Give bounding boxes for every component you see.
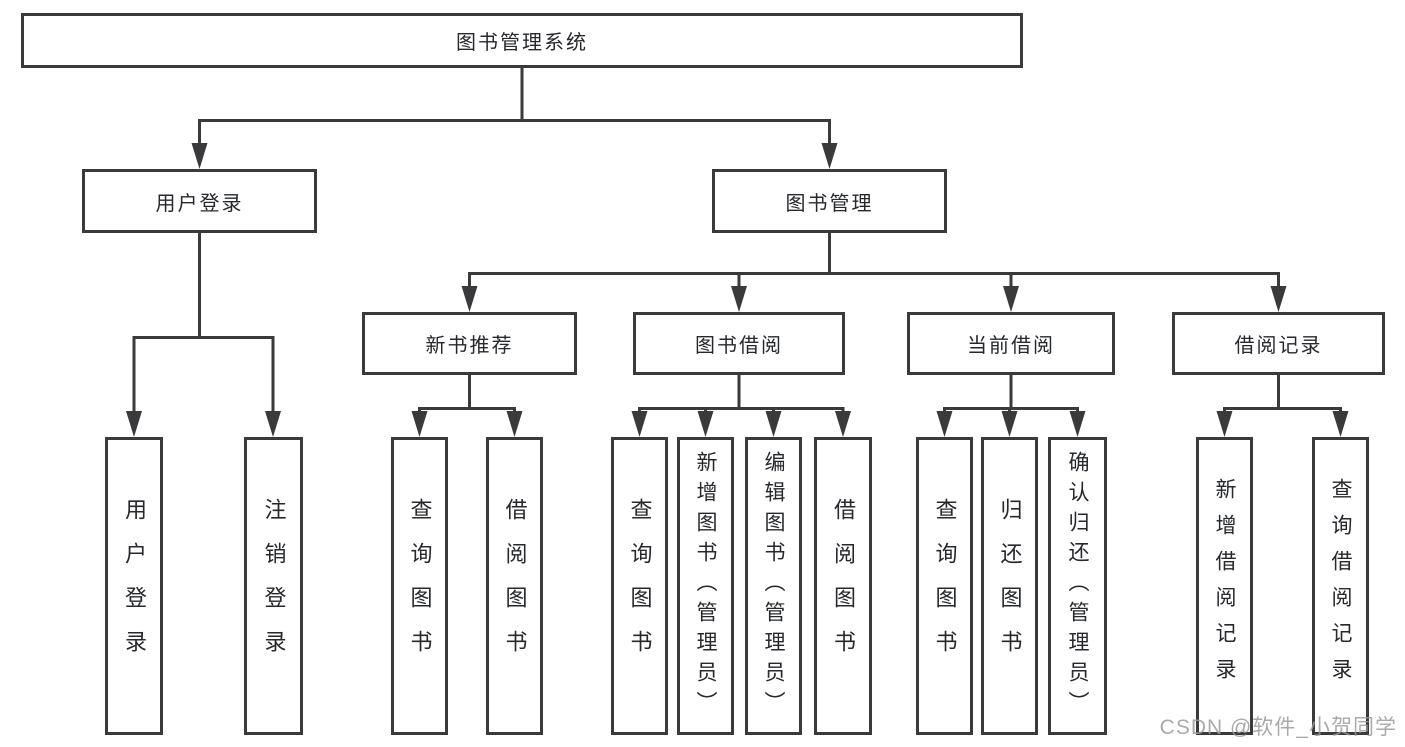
node-book-mgmt-label: 图书管理 [785,192,874,215]
edge-arrowheads [126,143,1349,437]
leaf-nb-borrow-book-label: 借阅图书 [502,498,528,674]
leaf-logout: 注销登录 [244,437,303,735]
leaf-cb-query-book: 查询图书 [916,437,973,735]
leaf-bb-add-book-label: 新增图书（管理员） [694,451,717,721]
leaf-cb-query-book-label: 查询图书 [932,498,958,674]
node-book-borrow: 图书借阅 [633,312,845,375]
node-new-book-rec: 新书推荐 [362,312,577,375]
node-root: 图书管理系统 [21,13,1023,68]
leaf-cb-confirm-return-label: 确认归还（管理员） [1066,451,1089,721]
node-book-borrow-label: 图书借阅 [695,335,783,357]
leaf-cb-return-book-label: 归还图书 [997,498,1023,674]
node-current-borrow: 当前借阅 [907,312,1115,375]
leaf-logout-label: 注销登录 [261,498,287,674]
leaf-nb-query-book: 查询图书 [391,437,448,735]
node-borrow-records-label: 借阅记录 [1234,335,1323,357]
leaf-bb-query-book: 查询图书 [611,437,668,735]
leaf-bb-edit-book-label: 编辑图书（管理员） [762,451,785,721]
leaf-bb-borrow-book-label: 借阅图书 [831,498,856,674]
leaf-br-add-record: 新增借阅记录 [1196,437,1253,735]
leaf-bb-borrow-book: 借阅图书 [814,437,872,735]
leaf-br-query-record-label: 查询借阅记录 [1329,478,1352,694]
node-root-label: 图书管理系统 [456,32,588,54]
leaf-nb-borrow-book: 借阅图书 [486,437,543,735]
watermark-text: CSDN @软件_小贺同学 [1159,716,1397,739]
leaf-nb-query-book-label: 查询图书 [407,498,433,674]
node-user-login: 用户登录 [82,169,317,233]
leaf-cb-confirm-return: 确认归还（管理员） [1048,437,1107,735]
leaf-user-login: 用户登录 [105,437,163,735]
leaf-br-query-record: 查询借阅记录 [1312,437,1369,735]
leaf-cb-return-book: 归还图书 [981,437,1038,735]
node-user-login-label: 用户登录 [155,192,244,215]
leaf-br-add-record-label: 新增借阅记录 [1213,478,1236,694]
node-book-mgmt: 图书管理 [712,169,947,233]
leaf-user-login-label: 用户登录 [122,498,147,674]
leaf-bb-query-book-label: 查询图书 [627,498,653,674]
node-current-borrow-label: 当前借阅 [967,335,1055,357]
node-borrow-records: 借阅记录 [1172,312,1385,375]
node-new-book-rec-label: 新书推荐 [425,335,514,357]
leaf-bb-edit-book: 编辑图书（管理员） [745,437,802,735]
leaf-bb-add-book: 新增图书（管理员） [677,437,734,735]
